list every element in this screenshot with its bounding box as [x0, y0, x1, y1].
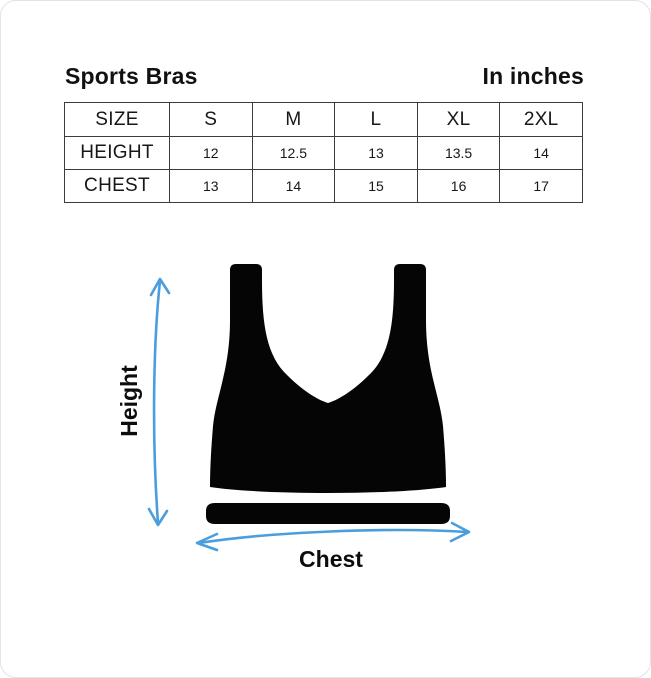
- column-header: L: [334, 102, 418, 137]
- column-header: 2XL: [499, 102, 583, 137]
- chest-arrow-icon: [195, 521, 471, 552]
- column-header: XL: [416, 102, 501, 137]
- table-cell: 13: [169, 169, 253, 203]
- table-cell: 14: [251, 169, 336, 203]
- product-title: Sports Bras: [65, 63, 198, 89]
- height-label: Height: [116, 365, 142, 437]
- size-chart-table: SIZE S M L XL 2XL HEIGHT 12 12.5 13 13.5…: [64, 102, 583, 203]
- table-cell: 14: [499, 136, 583, 170]
- table-cell: 17: [499, 169, 583, 203]
- units-label: In inches: [482, 63, 584, 89]
- row-header-height: HEIGHT: [64, 136, 170, 170]
- column-header: S: [169, 102, 253, 137]
- table-cell: 16: [416, 169, 501, 203]
- table-row-chest: CHEST 13 14 15 16 17: [64, 169, 583, 203]
- chest-label: Chest: [299, 546, 363, 572]
- table-cell: 15: [334, 169, 418, 203]
- table-row-sizes: SIZE S M L XL 2XL: [64, 102, 583, 137]
- row-header-size: SIZE: [64, 102, 170, 137]
- sports-bra-illustration: [206, 264, 450, 524]
- measurement-diagram: Height Chest: [1, 256, 650, 601]
- column-header: M: [251, 102, 336, 137]
- row-header-chest: CHEST: [64, 169, 170, 203]
- table-cell: 13: [334, 136, 418, 170]
- table-row-height: HEIGHT 12 12.5 13 13.5 14: [64, 136, 583, 170]
- table-cell: 13.5: [416, 136, 501, 170]
- table-cell: 12.5: [251, 136, 336, 170]
- table-cell: 12: [169, 136, 253, 170]
- header-bar: Sports Bras In inches: [65, 63, 584, 90]
- height-arrow-icon: [147, 277, 171, 527]
